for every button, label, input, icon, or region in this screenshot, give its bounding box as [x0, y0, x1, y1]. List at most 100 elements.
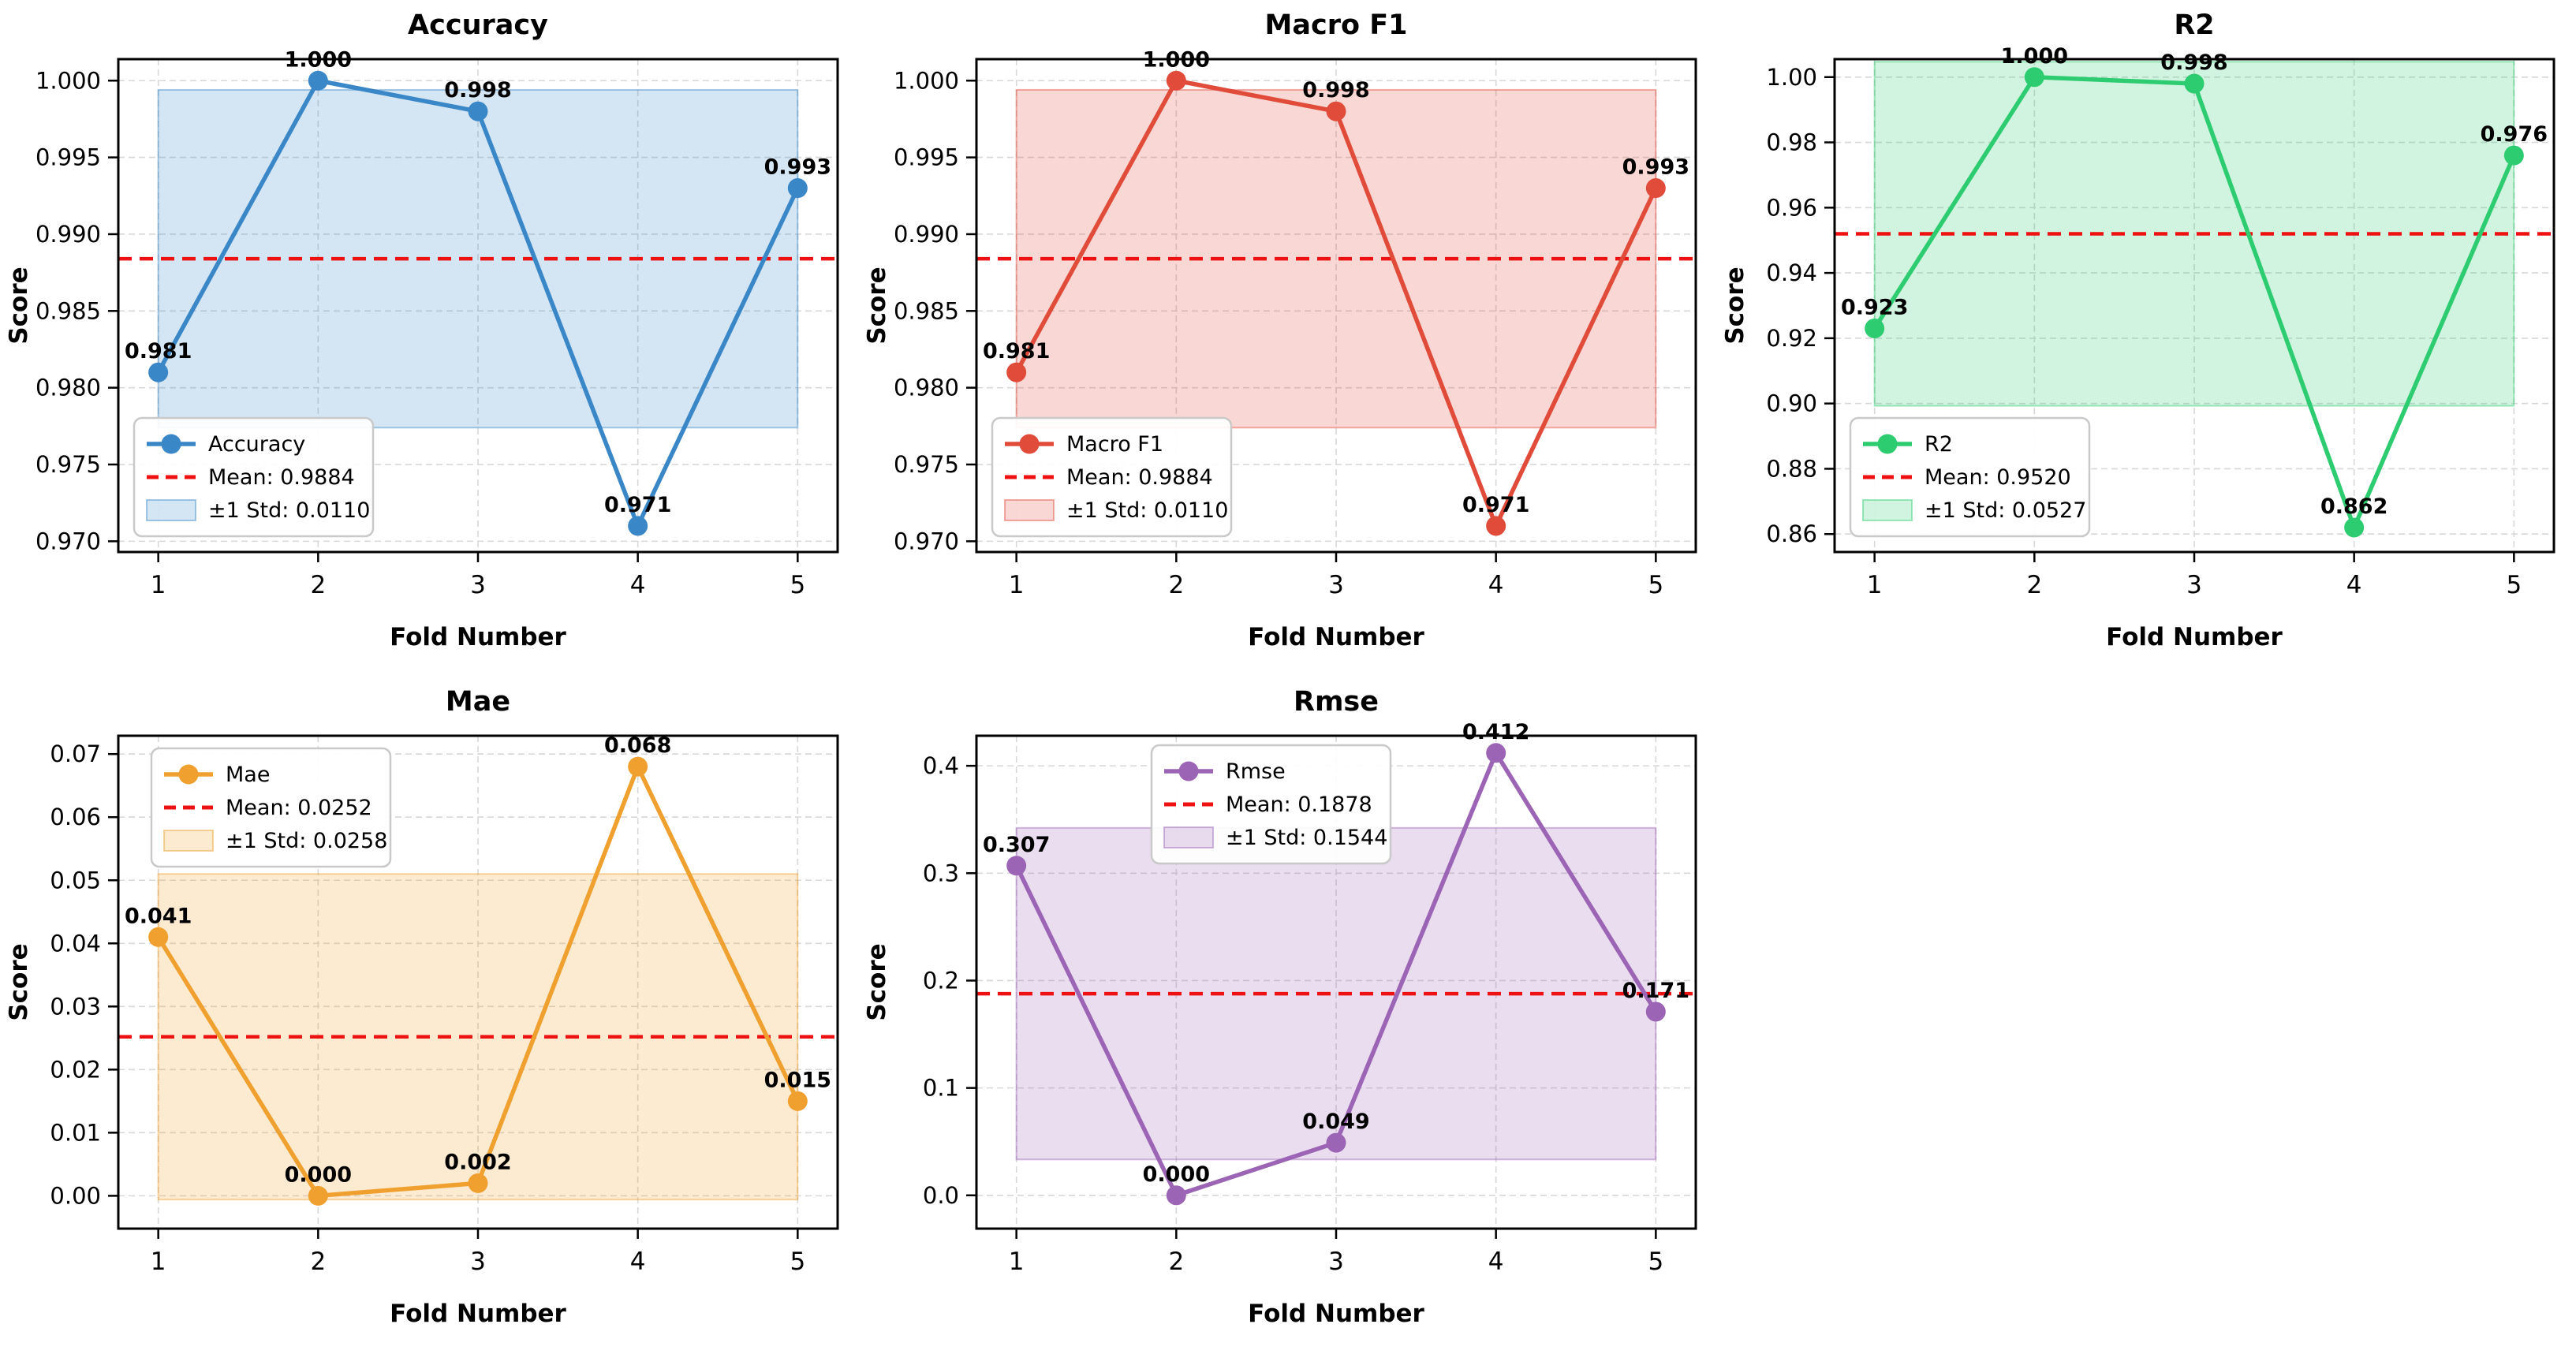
svg-text:0.981: 0.981 — [983, 339, 1050, 364]
svg-text:Macro F1: Macro F1 — [1066, 432, 1163, 457]
svg-text:5: 5 — [1648, 571, 1663, 599]
svg-text:5: 5 — [1648, 1248, 1663, 1276]
svg-text:0.980: 0.980 — [894, 375, 959, 401]
svg-text:0.0: 0.0 — [923, 1182, 959, 1209]
svg-text:0.07: 0.07 — [50, 740, 101, 767]
svg-text:0.307: 0.307 — [983, 833, 1050, 857]
svg-text:5: 5 — [2506, 571, 2522, 599]
svg-text:4: 4 — [2346, 571, 2362, 599]
svg-text:5: 5 — [790, 571, 805, 599]
svg-text:0.1: 0.1 — [923, 1075, 959, 1102]
svg-text:0.862: 0.862 — [2320, 494, 2387, 519]
grid — [118, 59, 838, 552]
svg-text:0.990: 0.990 — [35, 221, 101, 248]
svg-text:Mean: 0.9884: Mean: 0.9884 — [1066, 465, 1213, 490]
std-band — [1015, 826, 1657, 1161]
svg-text:0.94: 0.94 — [1766, 259, 1817, 286]
svg-text:0.86: 0.86 — [1766, 520, 1817, 547]
svg-text:0.000: 0.000 — [285, 1162, 352, 1187]
std-band — [1873, 61, 2515, 407]
svg-text:1: 1 — [151, 1248, 166, 1276]
markers — [1006, 70, 1666, 536]
svg-text:0.90: 0.90 — [1766, 390, 1817, 417]
svg-text:0.998: 0.998 — [444, 78, 511, 103]
svg-text:0.993: 0.993 — [1622, 155, 1689, 180]
svg-text:2: 2 — [1168, 571, 1184, 599]
x-axis-label: Fold Number — [1248, 623, 1424, 651]
svg-text:5: 5 — [790, 1248, 805, 1276]
svg-text:0.993: 0.993 — [764, 155, 831, 180]
std-band — [157, 873, 799, 1201]
svg-text:0.985: 0.985 — [35, 297, 101, 324]
x-axis-label: Fold Number — [2106, 623, 2283, 651]
svg-text:0.03: 0.03 — [50, 993, 101, 1020]
svg-text:1.000: 1.000 — [2001, 44, 2068, 69]
markers — [1006, 743, 1666, 1206]
svg-text:0.971: 0.971 — [604, 493, 671, 517]
svg-text:0.990: 0.990 — [894, 221, 959, 248]
accuracy-title: Accuracy — [408, 9, 548, 41]
legend: Macro F1 Mean: 0.9884 ±1 Std: 0.0110 — [991, 416, 1233, 538]
svg-text:0.01: 0.01 — [50, 1119, 101, 1146]
svg-text:3: 3 — [470, 571, 486, 599]
svg-text:0.041: 0.041 — [125, 904, 192, 928]
std-band — [157, 88, 799, 429]
svg-text:Mae: Mae — [226, 763, 270, 787]
svg-text:2: 2 — [2026, 571, 2042, 599]
y-axis: 0.860.880.900.920.940.960.981.00 — [1766, 64, 1835, 547]
svg-text:1.000: 1.000 — [35, 67, 101, 94]
svg-text:0.02: 0.02 — [50, 1056, 101, 1083]
svg-text:0.96: 0.96 — [1766, 194, 1817, 221]
svg-text:3: 3 — [1328, 1248, 1344, 1276]
r2-title: R2 — [2174, 9, 2215, 41]
svg-text:±1 Std: 0.0110: ±1 Std: 0.0110 — [208, 498, 370, 523]
svg-text:0.2: 0.2 — [923, 967, 959, 994]
svg-text:0.04: 0.04 — [50, 930, 101, 957]
svg-text:±1 Std: 0.1544: ±1 Std: 0.1544 — [1226, 826, 1387, 850]
y-axis: 0.00.10.20.30.4 — [923, 752, 976, 1209]
rmse-title: Rmse — [1294, 686, 1379, 718]
svg-text:0.976: 0.976 — [2481, 122, 2548, 147]
svg-text:±1 Std: 0.0527: ±1 Std: 0.0527 — [1925, 498, 2086, 523]
std-band — [1015, 88, 1657, 429]
svg-text:1: 1 — [1009, 571, 1025, 599]
svg-text:0.3: 0.3 — [923, 860, 959, 886]
svg-text:±1 Std: 0.0110: ±1 Std: 0.0110 — [1066, 498, 1228, 523]
y-axis-label: Score — [5, 267, 33, 344]
svg-text:0.995: 0.995 — [35, 144, 101, 171]
svg-text:0.06: 0.06 — [50, 804, 101, 830]
svg-text:0.88: 0.88 — [1766, 455, 1817, 482]
svg-text:0.412: 0.412 — [1462, 720, 1529, 744]
svg-text:Mean: 0.9884: Mean: 0.9884 — [208, 465, 355, 490]
x-axis-label: Fold Number — [1248, 1300, 1424, 1328]
svg-text:0.171: 0.171 — [1622, 979, 1689, 1003]
svg-text:2: 2 — [310, 1248, 326, 1276]
svg-text:4: 4 — [1488, 571, 1504, 599]
y-axis-label: Score — [863, 943, 891, 1020]
svg-text:0.970: 0.970 — [35, 528, 101, 554]
y-axis-label: Score — [1721, 267, 1749, 344]
svg-text:0.049: 0.049 — [1302, 1110, 1369, 1134]
svg-text:3: 3 — [2186, 571, 2202, 599]
svg-text:0.05: 0.05 — [50, 867, 101, 893]
svg-text:2: 2 — [310, 571, 326, 599]
mae-title: Mae — [445, 686, 511, 718]
svg-text:0.998: 0.998 — [2160, 50, 2227, 75]
